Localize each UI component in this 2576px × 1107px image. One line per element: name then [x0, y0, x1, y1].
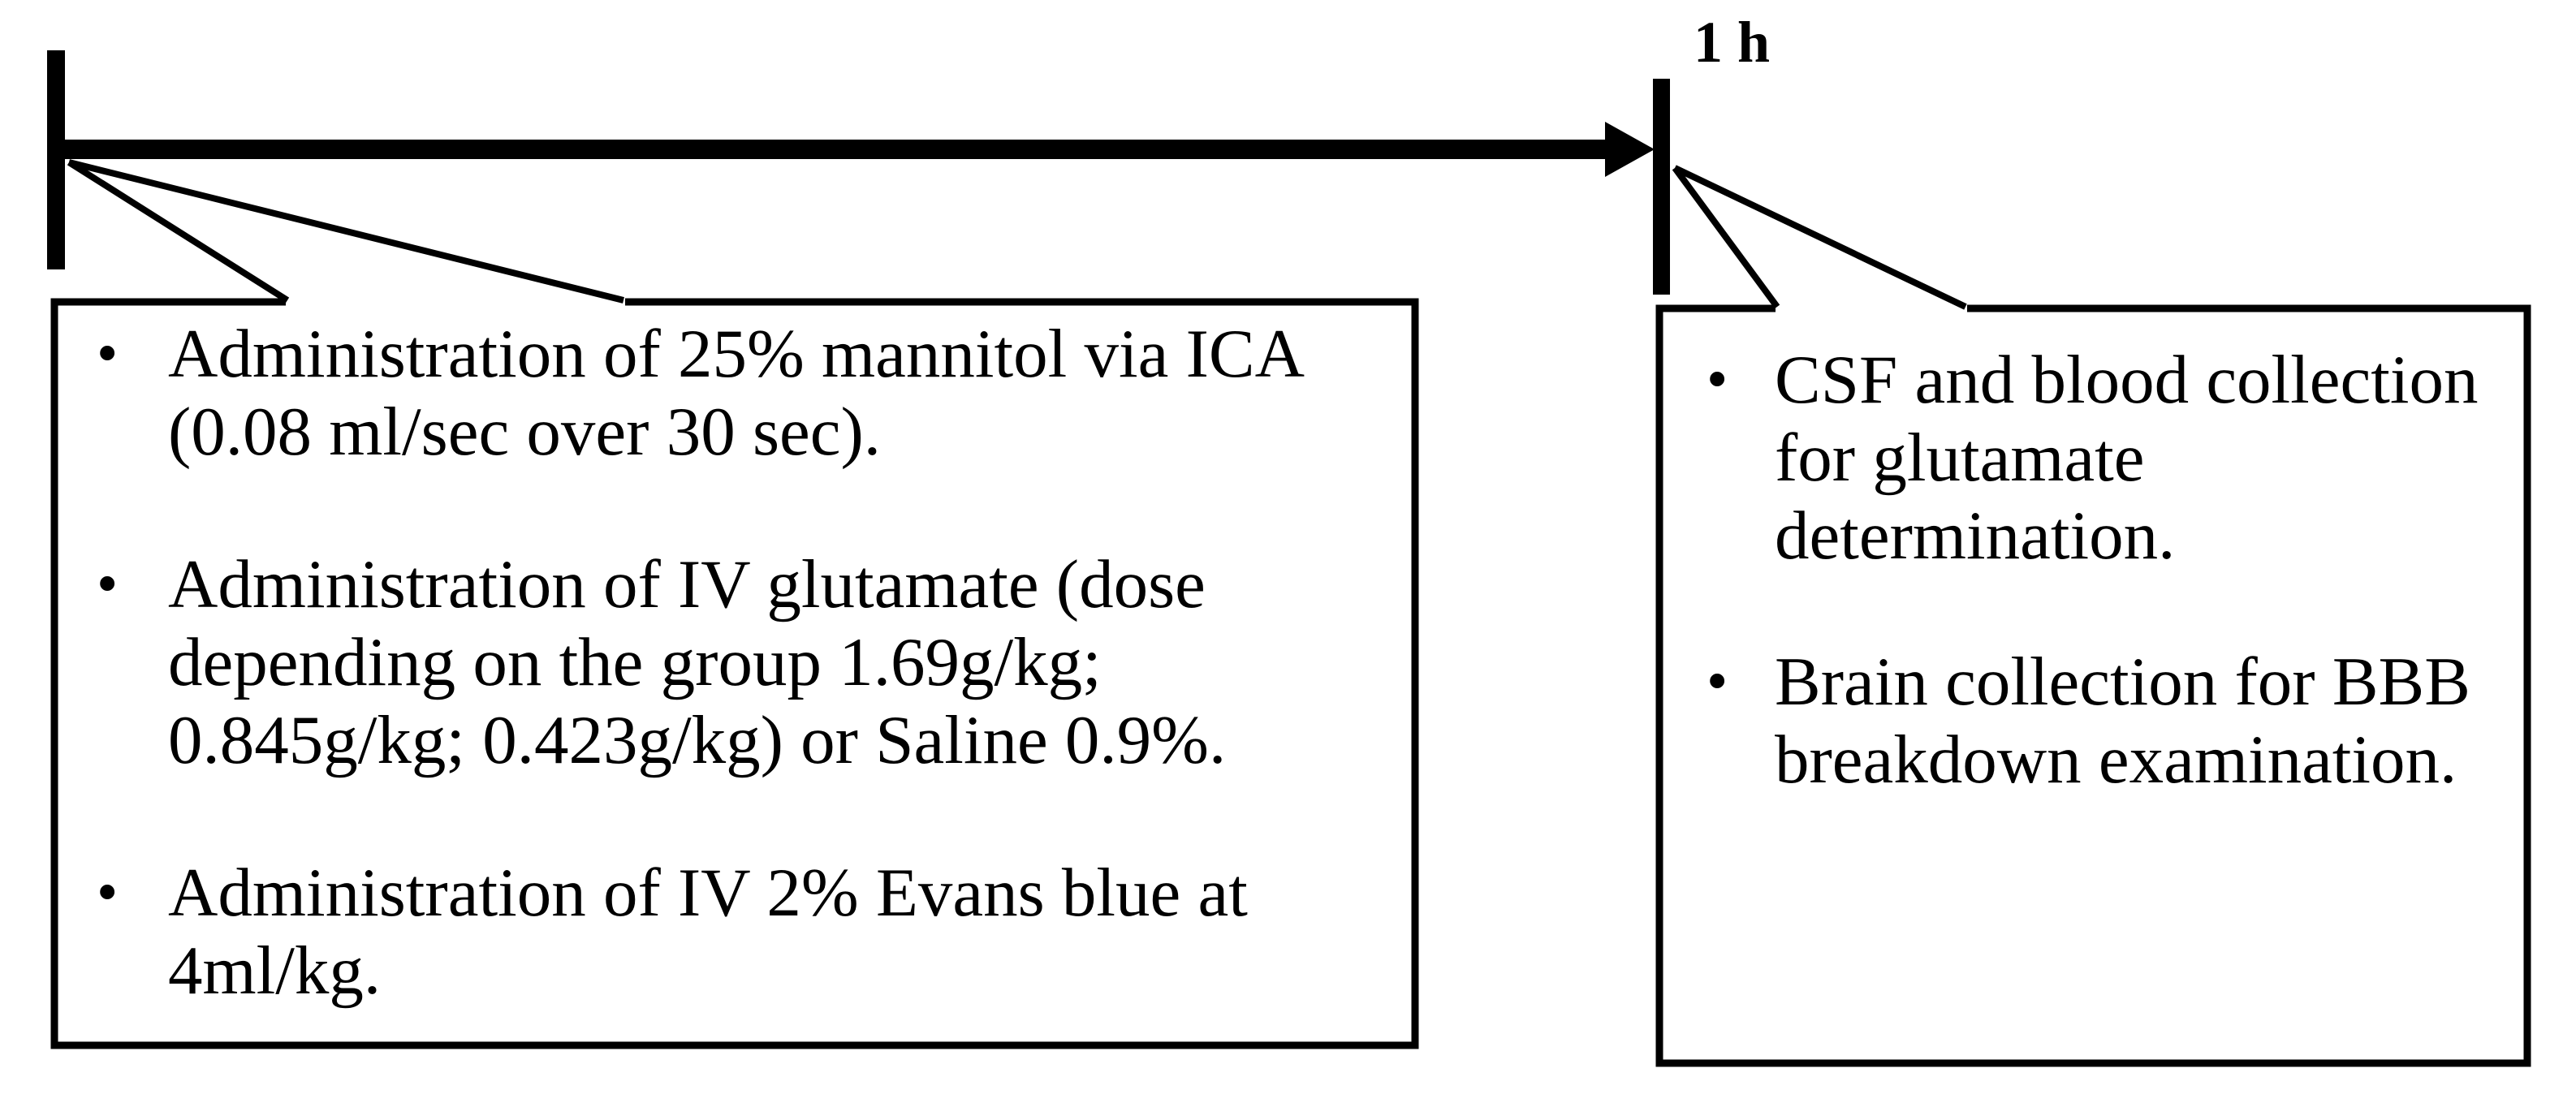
bullet-line: Administration of IV glutamate (dose	[168, 546, 1206, 622]
bullet-text: Administration of IV glutamate (dose dep…	[168, 545, 1226, 779]
bullet-icon: •	[1707, 648, 1728, 715]
bullet-line: depending on the group 1.69g/kg;	[168, 624, 1102, 700]
list-item: • Administration of IV glutamate (dose d…	[97, 545, 1415, 779]
bullet-line: Administration of 25% mannitol via ICA	[168, 316, 1305, 392]
right-callout-pointer-right-line	[1673, 165, 1967, 310]
timeline-end-tick	[1653, 79, 1670, 295]
bullet-icon: •	[97, 859, 119, 926]
arrowhead-icon	[1605, 122, 1655, 177]
left-callout-box-outline	[50, 298, 1419, 1049]
bullet-list: • CSF and blood collection for glutamate…	[1659, 341, 2527, 799]
bullet-line: CSF and blood collection	[1775, 342, 2479, 418]
bullet-line: Administration of IV 2% Evans blue at	[168, 855, 1248, 931]
bullet-line: 0.845g/kg; 0.423g/kg) or Saline 0.9%.	[168, 702, 1227, 778]
bullet-line: for glutamate	[1775, 420, 2145, 496]
bullet-line: breakdown examination.	[1775, 721, 2457, 798]
bullet-text: Administration of 25% mannitol via ICA (…	[168, 315, 1305, 471]
list-item: • Administration of IV 2% Evans blue at …	[97, 854, 1415, 1010]
bullet-line: 4ml/kg.	[168, 933, 382, 1009]
bullet-icon: •	[97, 320, 119, 387]
timeline-start-tick	[47, 50, 65, 269]
end-time-label: 1 h	[1694, 10, 1771, 75]
left-callout-bullet-list: • Administration of 25% mannitol via ICA…	[51, 315, 1415, 1010]
bullet-text: CSF and blood collection for glutamate d…	[1775, 341, 2478, 575]
right-callout-bullet-list: • CSF and blood collection for glutamate…	[1659, 341, 2527, 799]
left-callout-pointer-right-line	[68, 159, 624, 304]
list-item: • Administration of 25% mannitol via ICA…	[97, 315, 1415, 471]
bullet-icon: •	[97, 550, 119, 618]
left-callout-pointer-left-line	[67, 159, 290, 304]
bullet-line: Brain collection for BBB	[1775, 644, 2470, 720]
list-item: • CSF and blood collection for glutamate…	[1707, 341, 2527, 575]
bullet-list: • Administration of 25% mannitol via ICA…	[51, 315, 1415, 1010]
right-callout-box-outline	[1655, 304, 2531, 1067]
bullet-icon: •	[1707, 346, 1728, 413]
bullet-line: (0.08 ml/sec over 30 sec).	[168, 394, 882, 470]
list-item: • Brain collection for BBB breakdown exa…	[1707, 643, 2527, 799]
timeline-arrow-shaft	[65, 140, 1607, 159]
bullet-line: determination.	[1775, 498, 2176, 574]
right-callout-pointer-left-line	[1672, 166, 1780, 309]
bullet-text: Brain collection for BBB breakdown exami…	[1775, 643, 2470, 799]
bullet-text: Administration of IV 2% Evans blue at 4m…	[168, 854, 1248, 1010]
